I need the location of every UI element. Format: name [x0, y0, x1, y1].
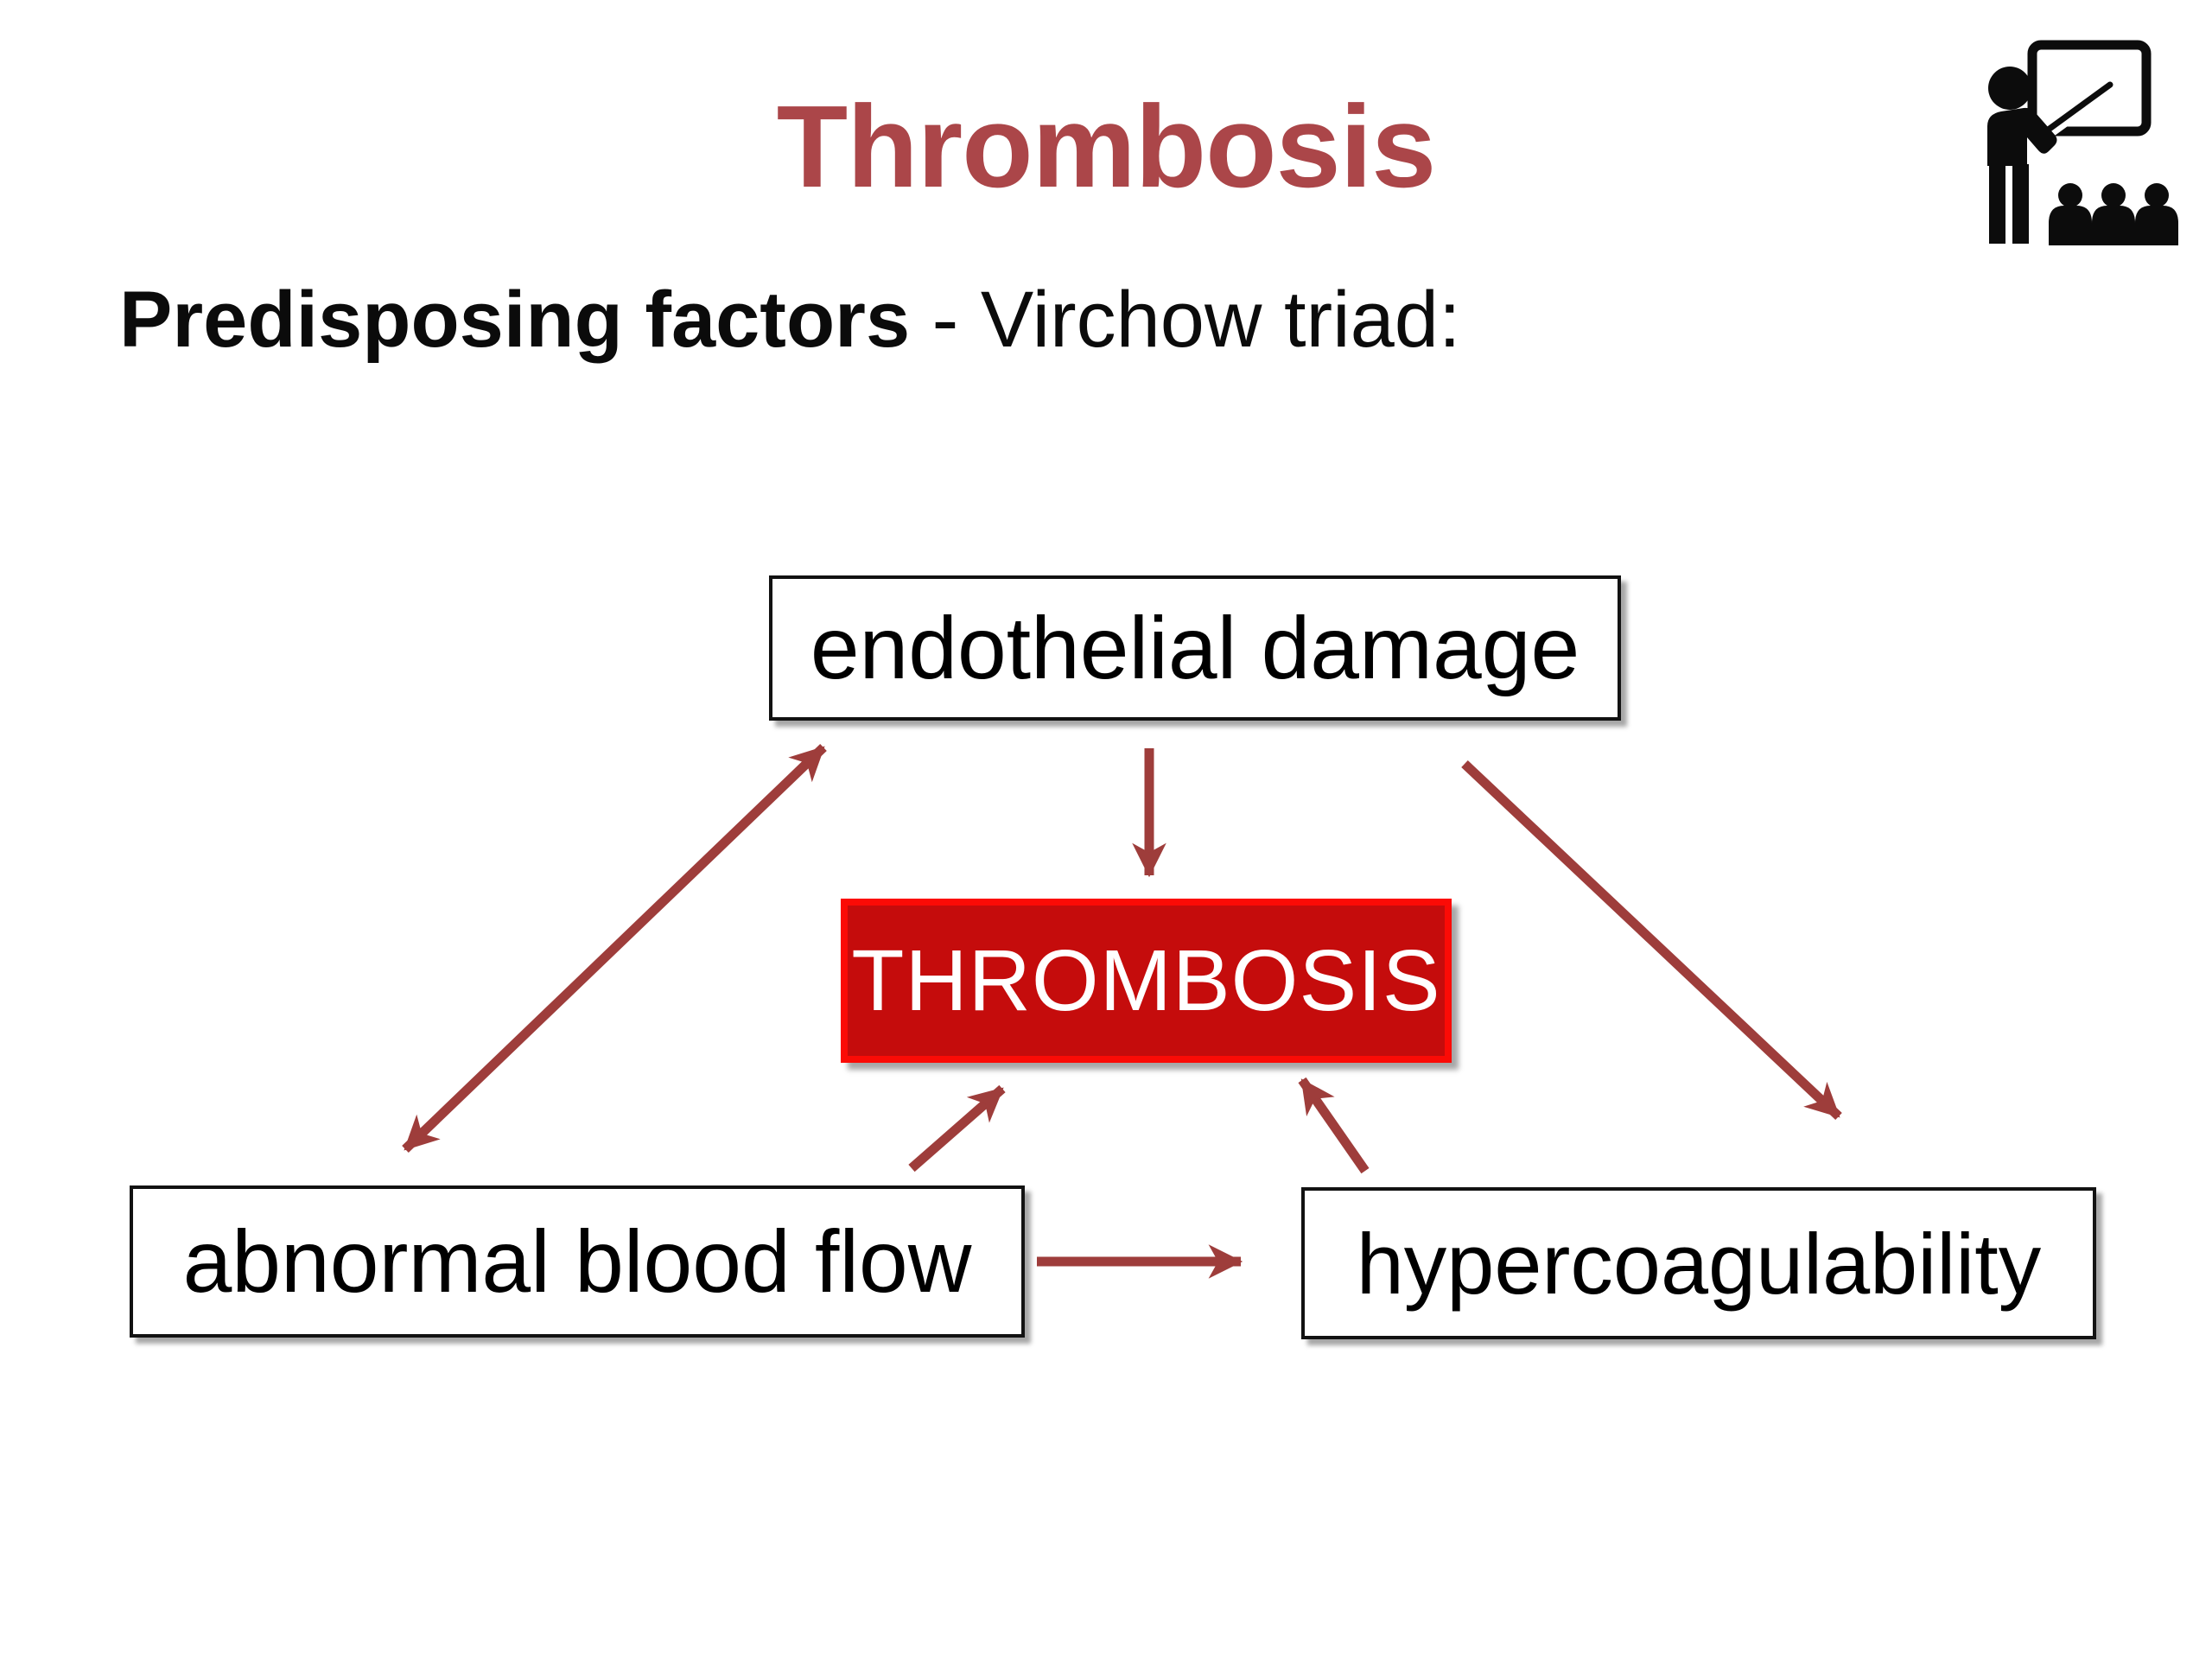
- presenter-training-icon: [1987, 40, 2178, 245]
- subtitle-bold-text: Predisposing factors: [119, 276, 911, 364]
- whiteboard-icon: [2027, 40, 2152, 137]
- audience-icon: [2049, 183, 2178, 245]
- subtitle-regular-text: - Virchow triad:: [910, 276, 1461, 364]
- subtitle: Predisposing factors - Virchow triad:: [119, 275, 1461, 366]
- node-abnormal-blood-flow: abnormal blood flow: [130, 1185, 1025, 1338]
- arrow-endothelial-abnormal: [402, 744, 827, 1153]
- node-thrombosis: THROMBOSIS: [841, 899, 1452, 1063]
- page-title: Thrombosis: [776, 81, 1437, 212]
- arrow-endothelial-hypercoagulability: [1461, 760, 1842, 1121]
- arrow-hypercoagulability-thrombosis: [1298, 1077, 1370, 1174]
- presenter-icon: [1987, 67, 2057, 244]
- node-hypercoagulability: hypercoagulability: [1301, 1187, 2096, 1339]
- node-endothelial-damage: endothelial damage: [769, 575, 1621, 721]
- arrow-abnormal-thrombosis: [908, 1084, 1006, 1173]
